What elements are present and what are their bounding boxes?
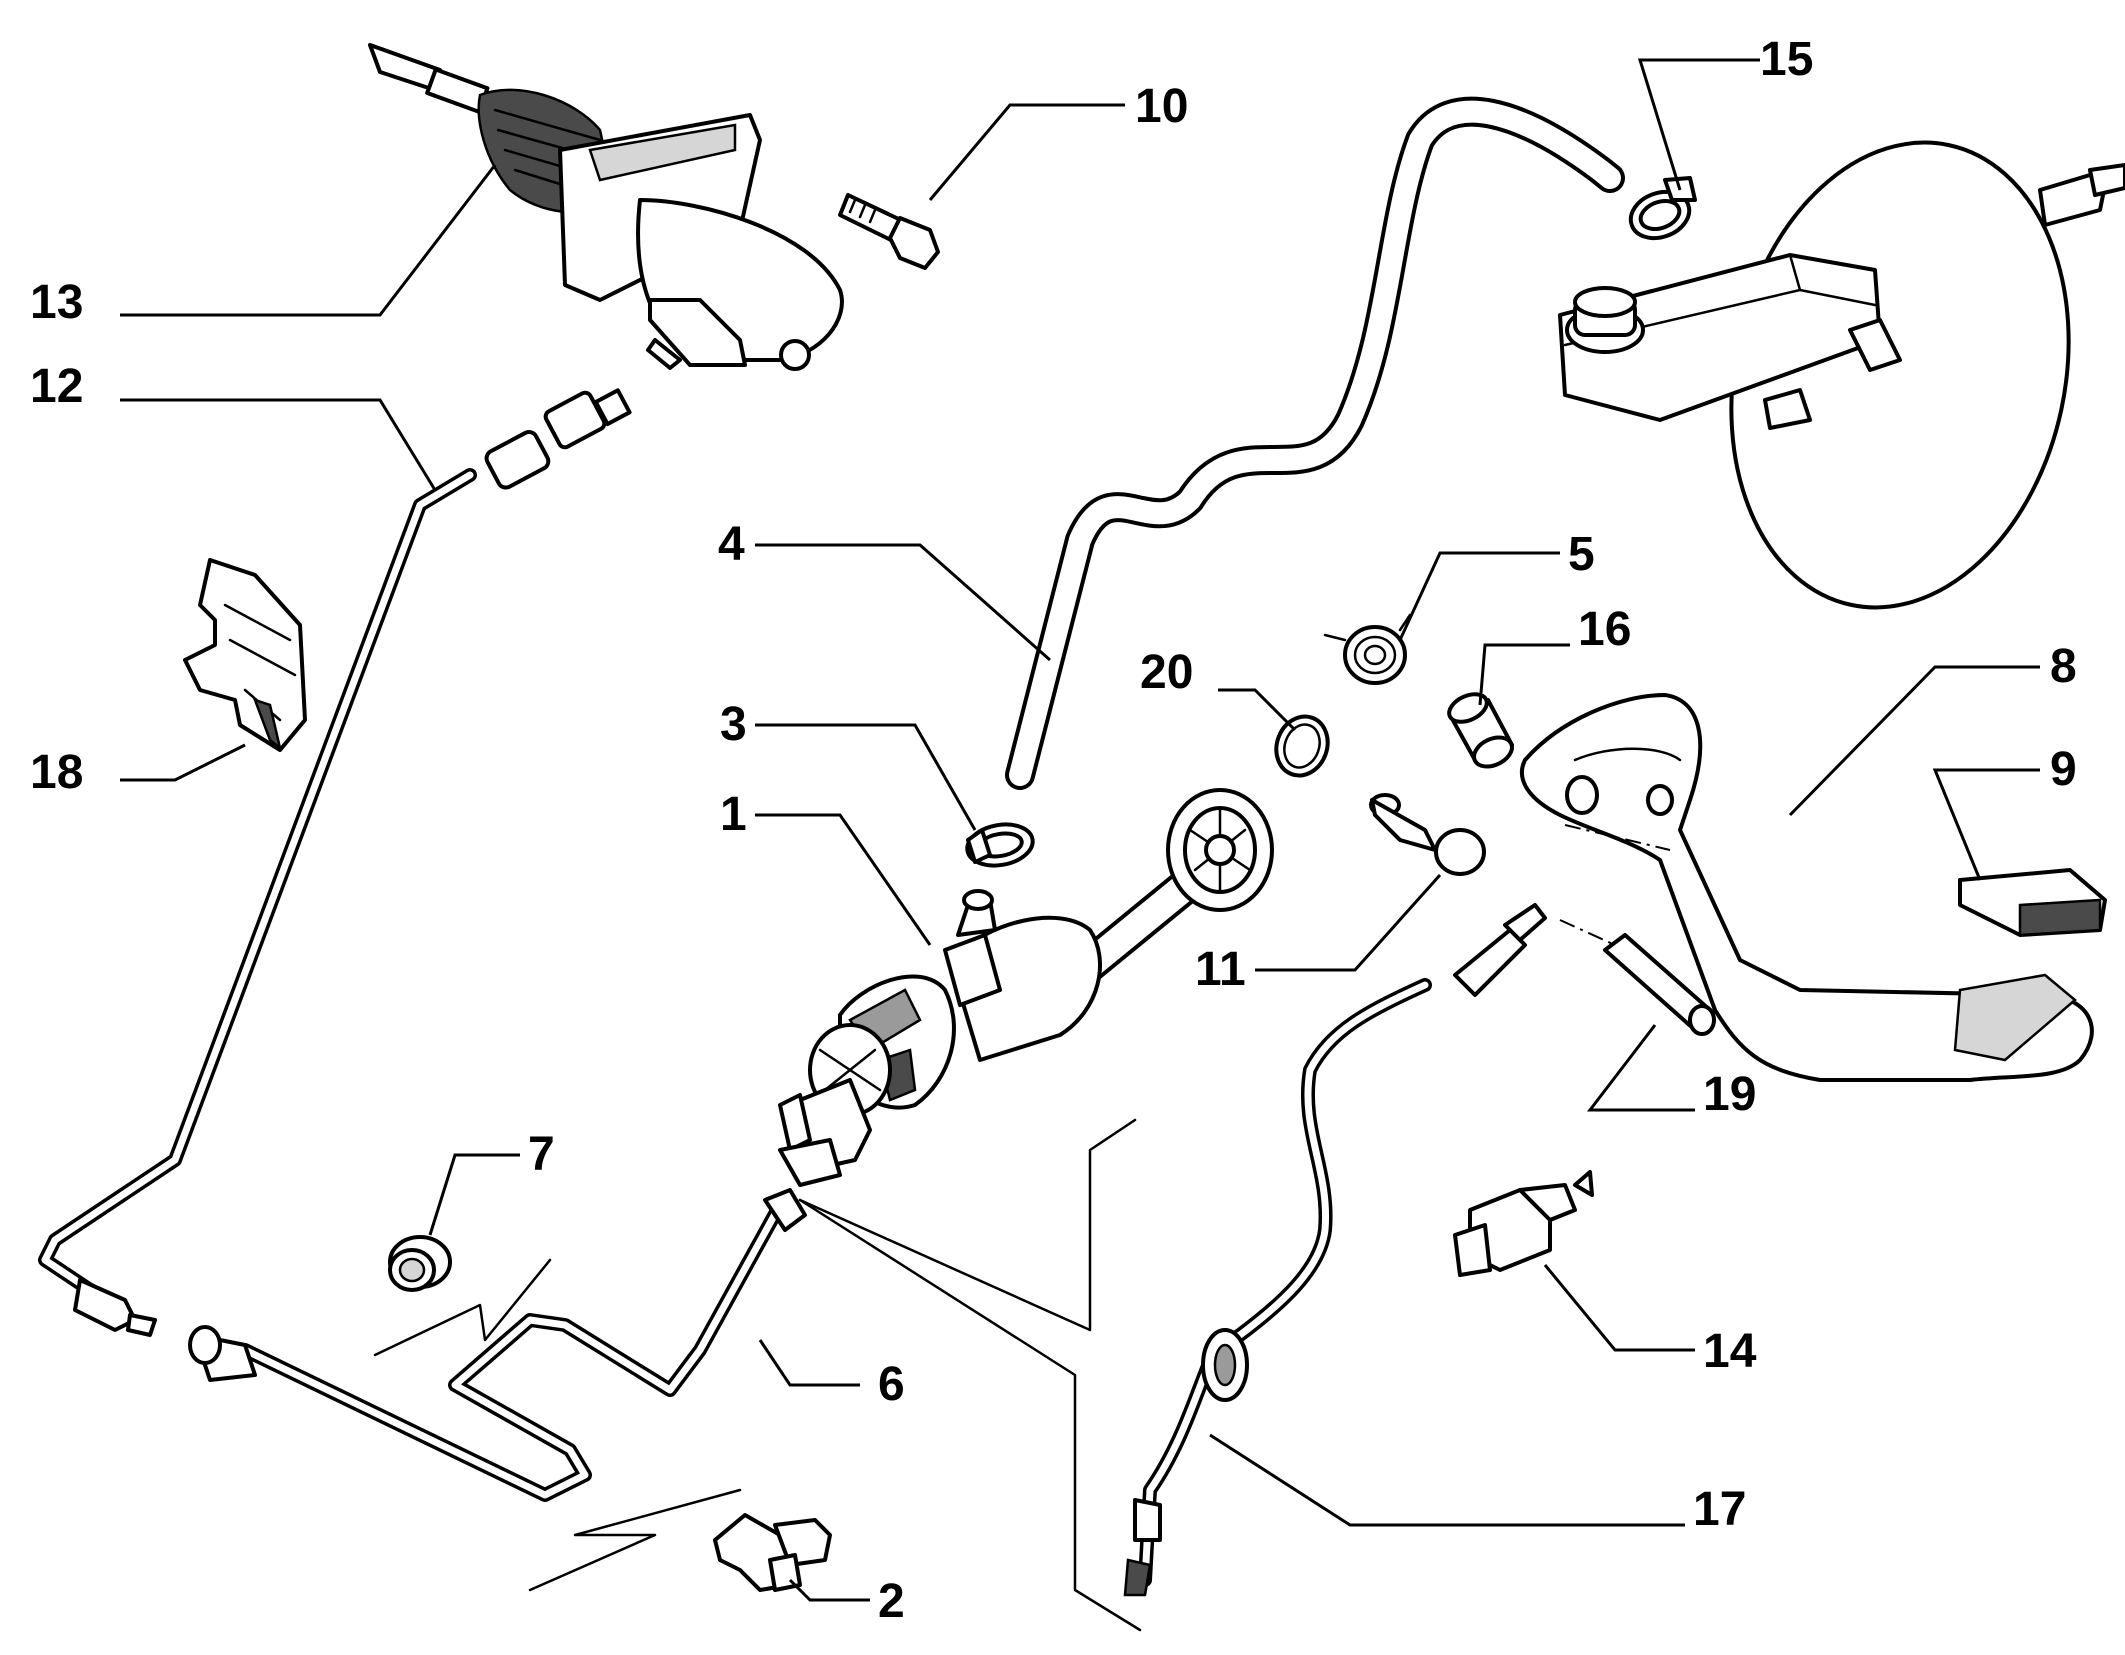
part-7-grommet (388, 1235, 452, 1292)
leader-5 (1398, 551, 1560, 641)
callout-8: 8 (2050, 640, 2077, 693)
part-18-clip (183, 558, 307, 752)
part-9-pedal-pad (1958, 868, 2107, 937)
assembly-lines (373, 1118, 1142, 1632)
part-8-pedal (1519, 693, 2094, 1082)
callout-1: 1 (720, 788, 747, 841)
part-14-switch (1453, 1170, 1594, 1277)
callout-labels: 1 2 3 4 5 6 7 8 9 10 11 12 13 14 15 16 1… (30, 33, 2077, 1628)
leader-10 (928, 103, 1125, 201)
leader-9 (1932, 768, 2040, 881)
leader-4 (755, 543, 1051, 662)
callout-19: 19 (1703, 1068, 1756, 1121)
part-16-bushing (1447, 692, 1514, 769)
part-4-hose (1005, 96, 1625, 790)
callout-6: 6 (878, 1358, 905, 1411)
leader-1 (755, 813, 932, 946)
part-13-slave-cylinder (368, 43, 844, 371)
callout-13: 13 (30, 276, 83, 329)
callout-15: 15 (1760, 33, 1813, 86)
leader-12 (120, 398, 437, 491)
part-2-clip (713, 1513, 832, 1592)
part-17-sensor-cable (1123, 903, 1547, 1597)
leader-6 (758, 1339, 860, 1387)
leader-17 (1209, 1433, 1685, 1527)
leader-14 (1543, 1264, 1695, 1352)
part-10-bolt (838, 193, 940, 270)
callout-3: 3 (720, 698, 747, 751)
part-15-clamp (1628, 176, 1697, 241)
part-6-pipe (188, 1188, 807, 1502)
callout-11: 11 (1195, 943, 1246, 996)
callout-16: 16 (1578, 603, 1631, 656)
callout-20: 20 (1140, 646, 1193, 699)
leader-8 (1788, 665, 2040, 817)
leader-18 (120, 743, 246, 782)
part-1-master-cylinder (778, 788, 1274, 1187)
callout-5: 5 (1568, 528, 1595, 581)
leader-20 (1218, 688, 1297, 732)
callout-9: 9 (2050, 743, 2077, 796)
callout-17: 17 (1693, 1483, 1746, 1536)
callout-10: 10 (1135, 80, 1188, 133)
part-11-pin (1369, 793, 1486, 876)
leader-16 (1478, 643, 1570, 706)
part-3-clamp (965, 822, 1035, 868)
callout-2: 2 (878, 1575, 905, 1628)
leader-19 (1586, 1024, 1695, 1112)
part-5-spring (1323, 613, 1412, 685)
callout-12: 12 (30, 360, 83, 413)
part-12-pipe (38, 388, 632, 1337)
part-20-circlip (1274, 714, 1330, 778)
leader-3 (755, 723, 977, 831)
callout-18: 18 (30, 746, 83, 799)
leader-7 (428, 1153, 520, 1236)
callout-4: 4 (718, 518, 745, 571)
leader-2 (788, 1578, 870, 1602)
part-19-pin (1559, 919, 1716, 1036)
callout-14: 14 (1703, 1325, 1757, 1378)
callout-7: 7 (528, 1128, 555, 1181)
leader-11 (1255, 873, 1442, 972)
leader-15 (1637, 58, 1760, 191)
leader-lines (120, 58, 2040, 1602)
leader-13 (120, 164, 497, 317)
brake-booster (1558, 140, 2125, 610)
